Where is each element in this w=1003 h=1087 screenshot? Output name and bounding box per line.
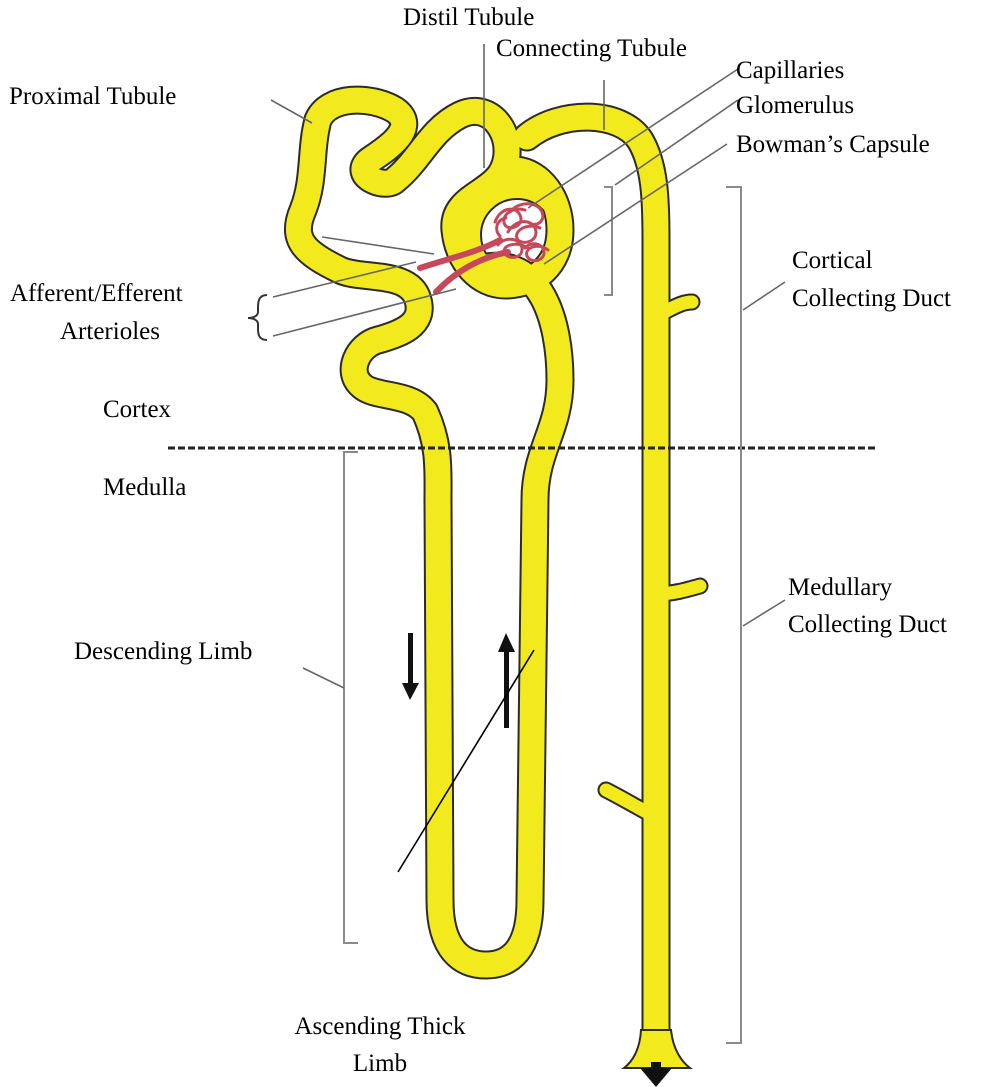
- afferent-efferent-label: Afferent/Efferent: [10, 279, 183, 308]
- descending-limb-bracket: [344, 452, 358, 943]
- glomerulus-label: Glomerulus: [736, 91, 854, 120]
- ascending-flow-arrow: [498, 633, 515, 728]
- bowmans-bracket: [604, 187, 612, 295]
- ascending-thick-label: Ascending Thick: [268, 1012, 492, 1041]
- medullary-collecting-duct-label: Collecting Duct: [788, 610, 947, 639]
- proximal-tubule-leader: [271, 100, 312, 123]
- medullary-label: Medullary: [788, 573, 892, 602]
- cortical-collecting-duct-label: Collecting Duct: [792, 284, 951, 313]
- capillaries-leader: [528, 69, 738, 208]
- descending-flow-arrow: [402, 633, 419, 700]
- medullary-duct-leader: [743, 600, 785, 626]
- cortical-duct-leader: [743, 282, 785, 310]
- arterioles-label: Arterioles: [60, 317, 160, 346]
- cortical-label: Cortical: [792, 246, 873, 275]
- proximal-tubule-label: Proximal Tubule: [9, 82, 176, 111]
- bowmans-capsule-label: Bowman’s Capsule: [736, 130, 930, 159]
- descending-limb-leader: [303, 668, 344, 688]
- capillaries-label: Capillaries: [736, 56, 844, 85]
- arteriole-leader-3: [322, 237, 434, 254]
- medulla-label: Medulla: [103, 473, 186, 502]
- descending-limb-label: Descending Limb: [74, 637, 252, 666]
- cortex-label: Cortex: [103, 395, 171, 424]
- ascending-limb-label: Limb: [268, 1049, 492, 1078]
- distil-tubule-label: Distil Tubule: [403, 3, 534, 32]
- cortical-duct-bracket: [726, 187, 741, 455]
- glomerulus-capillaries: [495, 204, 548, 261]
- connecting-tubule-label: Connecting Tubule: [496, 34, 687, 63]
- medullary-duct-bracket: [726, 455, 741, 1043]
- arterioles-brace: [248, 295, 267, 340]
